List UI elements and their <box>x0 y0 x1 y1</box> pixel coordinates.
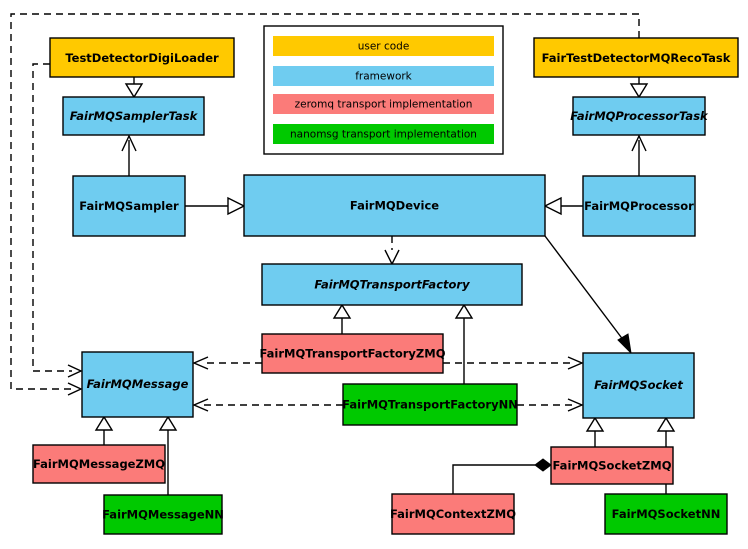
node-test-detector-digi-loader-label: TestDetectorDigiLoader <box>65 51 219 65</box>
node-fairmq-message-nn-label: FairMQMessageNN <box>102 508 224 522</box>
legend-item-nanomsg: nanomsg transport implementation <box>273 124 494 144</box>
edge-transportfactorynn-generalizes-transportfactory-arrowhead <box>454 303 474 319</box>
node-fairmq-transport-factory-zmq-label: FairMQTransportFactoryZMQ <box>259 347 445 361</box>
legend: user code framework zeromq transport imp… <box>263 25 504 155</box>
legend-item-zeromq: zeromq transport implementation <box>273 94 494 114</box>
node-fairmq-socket-zmq-rect[interactable] <box>550 446 674 485</box>
edge-transportfactoryzmq-generalizes-transportfactory-arrowhead <box>332 303 352 319</box>
node-fairmq-message-nn[interactable]: FairMQMessageNN <box>102 494 224 535</box>
edge-socketzmq-composes-contextzmq-diamond <box>534 458 552 472</box>
edge-socketnn-generalizes-socket-arrowhead <box>656 416 676 432</box>
node-fairmq-message[interactable]: FairMQMessage <box>81 351 194 418</box>
legend-label-user-code: user code <box>358 41 410 53</box>
node-fairmq-message-zmq-label: FairMQMessageZMQ <box>33 457 165 471</box>
node-fairmq-processor-task-label: FairMQProcessorTask <box>570 109 709 123</box>
edge-digiloader-generalizes-samplertask-arrowhead <box>124 83 144 99</box>
node-fair-test-detector-mq-reco-task-rect[interactable] <box>533 37 739 78</box>
node-test-detector-digi-loader[interactable]: TestDetectorDigiLoader <box>49 37 235 78</box>
legend-label-framework: framework <box>355 71 412 83</box>
edge-digiloader-depends-message-arrowhead <box>67 364 83 378</box>
node-fairmq-transport-factory-nn-label: FairMQTransportFactoryNN <box>342 398 518 412</box>
node-fairmq-device-rect[interactable] <box>243 174 546 237</box>
node-fairmq-transport-factory-nn[interactable]: FairMQTransportFactoryNN <box>342 383 518 426</box>
node-fairmq-socket-rect[interactable] <box>582 352 695 419</box>
node-fairmq-socket-label: FairMQSocket <box>594 378 683 392</box>
edge-sampler-generalizes-device-arrowhead <box>227 196 246 216</box>
legend-swatch-nanomsg <box>273 124 494 144</box>
node-fairmq-sampler-task-label: FairMQSamplerTask <box>70 109 199 123</box>
edge-messagezmq-generalizes-message-arrowhead <box>94 415 114 431</box>
node-fairmq-socket[interactable]: FairMQSocket <box>582 352 695 419</box>
edge-transportfactorynn-creates-socket-arrowhead <box>567 398 584 412</box>
node-fairmq-sampler-task-rect[interactable] <box>62 96 205 136</box>
node-fair-test-detector-mq-reco-task-label: FairTestDetectorMQRecoTask <box>542 51 731 65</box>
node-fairmq-device[interactable]: FairMQDevice <box>243 174 546 237</box>
node-fairmq-transport-factory-nn-rect[interactable] <box>342 383 518 426</box>
edge-socketzmq-generalizes-socket-arrowhead <box>585 416 605 432</box>
node-test-detector-digi-loader-rect[interactable] <box>49 37 235 78</box>
legend-label-zeromq: zeromq transport implementation <box>295 99 473 111</box>
node-fairmq-context-zmq-rect[interactable] <box>391 493 515 535</box>
edge-messagenn-generalizes-message-arrowhead <box>158 415 178 431</box>
node-layer: TestDetectorDigiLoader FairMQSamplerTask… <box>32 37 739 535</box>
node-fairmq-processor-task-rect[interactable] <box>572 96 706 136</box>
node-fairmq-context-zmq[interactable]: FairMQContextZMQ <box>390 493 516 535</box>
node-fairmq-transport-factory-rect[interactable] <box>261 263 523 306</box>
legend-swatch-user-code <box>273 36 494 56</box>
node-fair-test-detector-mq-reco-task[interactable]: FairTestDetectorMQRecoTask <box>533 37 739 78</box>
node-fairmq-message-nn-rect[interactable] <box>103 494 223 535</box>
edge-sampler-implements-samplertask-arrowhead <box>121 134 137 152</box>
node-fairmq-processor-label: FairMQProcessor <box>584 199 694 213</box>
node-fairmq-sampler-task[interactable]: FairMQSamplerTask <box>62 96 205 136</box>
edge-processor-generalizes-device-arrowhead <box>543 196 562 216</box>
legend-swatch-framework <box>273 66 494 86</box>
edge-recotask-depends-message-arrowhead <box>67 382 83 396</box>
node-fairmq-transport-factory[interactable]: FairMQTransportFactory <box>261 263 523 306</box>
edge-socketzmq-composes-contextzmq <box>452 464 535 494</box>
edge-recotask-generalizes-processortask-arrowhead <box>629 83 649 99</box>
edge-transportfactoryzmq-creates-message-arrowhead <box>192 356 209 370</box>
edge-recotask-depends-message <box>10 13 640 390</box>
node-fairmq-socket-nn[interactable]: FairMQSocketNN <box>604 493 728 535</box>
node-fairmq-socket-zmq-label: FairMQSocketZMQ <box>553 459 672 473</box>
legend-item-user-code: user code <box>273 36 494 56</box>
node-fairmq-transport-factory-label: FairMQTransportFactory <box>314 278 470 292</box>
edge-device-uses-socket-arrowhead <box>617 333 632 355</box>
edge-device-depends-transportfactory-arrowhead <box>384 249 400 266</box>
node-fairmq-message-zmq[interactable]: FairMQMessageZMQ <box>32 444 166 484</box>
legend-item-framework: framework <box>273 66 494 86</box>
node-fairmq-sampler[interactable]: FairMQSampler <box>72 175 186 237</box>
node-fairmq-socket-nn-rect[interactable] <box>604 493 728 535</box>
edge-device-uses-socket <box>544 235 628 346</box>
edge-transportfactorynn-creates-message-arrowhead <box>192 398 209 412</box>
edge-digiloader-depends-message <box>32 63 72 372</box>
node-fairmq-context-zmq-label: FairMQContextZMQ <box>390 507 516 521</box>
edge-transportfactoryzmq-creates-socket-arrowhead <box>567 356 584 370</box>
node-fairmq-processor-rect[interactable] <box>582 175 696 237</box>
edge-processor-implements-processortask-arrowhead <box>631 134 647 152</box>
edge-layer <box>10 13 676 495</box>
node-fairmq-sampler-label: FairMQSampler <box>79 199 179 213</box>
legend-swatch-zeromq <box>273 94 494 114</box>
node-fairmq-processor[interactable]: FairMQProcessor <box>582 175 696 237</box>
node-fairmq-message-label: FairMQMessage <box>87 377 189 391</box>
node-fairmq-transport-factory-zmq[interactable]: FairMQTransportFactoryZMQ <box>259 333 446 374</box>
node-fairmq-socket-nn-label: FairMQSocketNN <box>612 507 721 521</box>
node-fairmq-device-label: FairMQDevice <box>350 199 439 213</box>
node-fairmq-processor-task[interactable]: FairMQProcessorTask <box>570 96 709 136</box>
node-fairmq-transport-factory-zmq-rect[interactable] <box>261 333 444 374</box>
node-fairmq-sampler-rect[interactable] <box>72 175 186 237</box>
node-fairmq-socket-zmq[interactable]: FairMQSocketZMQ <box>550 446 674 485</box>
legend-label-nanomsg: nanomsg transport implementation <box>290 129 477 141</box>
node-fairmq-message-zmq-rect[interactable] <box>32 444 166 484</box>
node-fairmq-message-rect[interactable] <box>81 351 194 418</box>
